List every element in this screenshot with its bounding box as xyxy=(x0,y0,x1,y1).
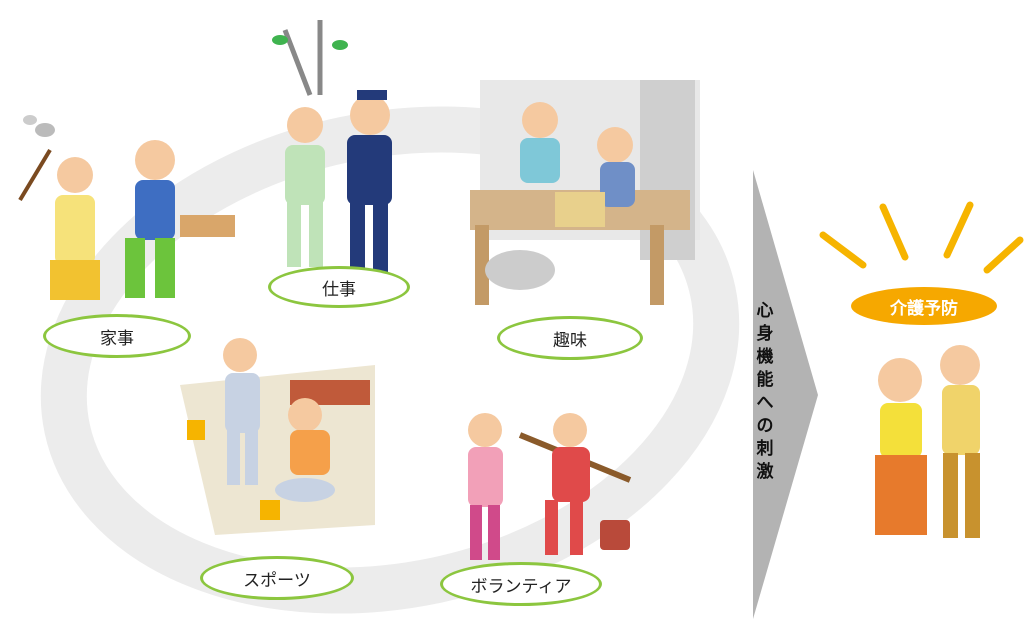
label-hobby: 趣味 xyxy=(497,316,643,360)
label-housework: 家事 xyxy=(43,314,191,358)
volunteer-illustration xyxy=(468,413,632,560)
arrow-shape xyxy=(753,170,818,619)
healthy-couple-illustration xyxy=(875,345,980,538)
arrow-text: 心 身 機 能 へ の 刺 激 xyxy=(741,300,789,484)
arrow-char: 刺 xyxy=(756,439,774,459)
work-illustration xyxy=(272,20,392,272)
arrow-char: 機 xyxy=(756,347,774,367)
hobby-illustration xyxy=(470,80,700,305)
label-work: 仕事 xyxy=(268,266,410,308)
arrow-char: の xyxy=(756,416,774,436)
sun-rays xyxy=(819,201,1024,274)
sports-illustration xyxy=(180,338,375,535)
label-sports: スポーツ xyxy=(200,556,354,600)
arrow-char: 激 xyxy=(756,462,774,482)
arrow-char: 心 xyxy=(756,301,774,321)
housework-illustration xyxy=(18,115,235,300)
arrow-char: へ xyxy=(756,393,774,413)
arrow-char: 能 xyxy=(756,370,774,390)
care-prevention-badge: 介護予防 xyxy=(851,287,997,325)
label-volunteer: ボランティア xyxy=(440,562,602,606)
arrow-char: 身 xyxy=(756,324,774,344)
